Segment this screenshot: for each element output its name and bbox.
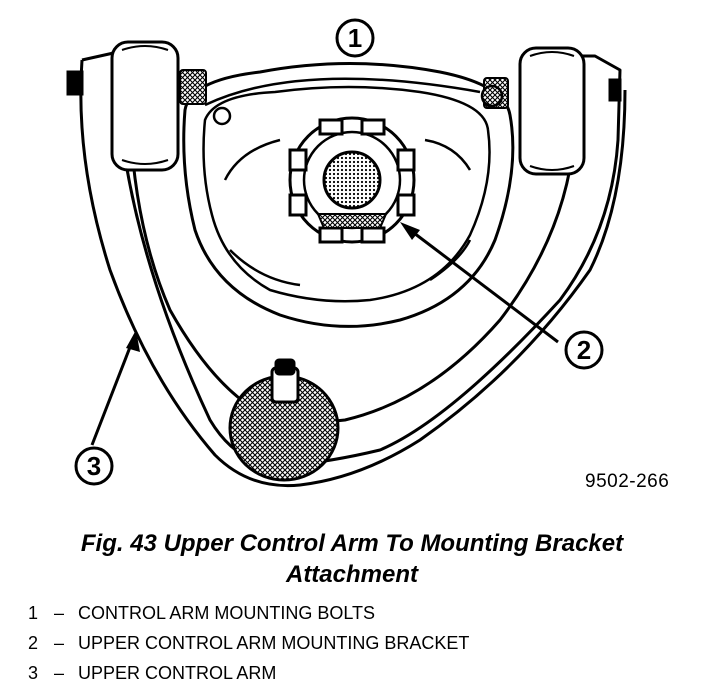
left-bushing [66, 40, 207, 172]
legend-item: 2–UPPER CONTROL ARM MOUNTING BRACKET [28, 628, 469, 658]
legend-text: UPPER CONTROL ARM [78, 663, 277, 683]
legend-item: 3–UPPER CONTROL ARM [28, 658, 469, 688]
legend-text: CONTROL ARM MOUNTING BOLTS [78, 603, 376, 623]
caption-line-2: Attachment [285, 561, 418, 588]
figure-id: 9502-266 [585, 471, 670, 492]
callout-2: 2 [400, 222, 604, 370]
legend-number: 2 [28, 633, 39, 653]
legend-number: 1 [28, 603, 39, 623]
legend-dash: – [54, 633, 65, 653]
legend: 1–CONTROL ARM MOUNTING BOLTS 2–UPPER CON… [28, 598, 469, 688]
figure-caption: Fig. 43 Upper Control Arm To Mounting Br… [0, 528, 704, 590]
legend-dash: – [54, 603, 65, 623]
svg-text:3: 3 [87, 451, 101, 481]
center-bushing [288, 116, 416, 244]
control-arm-mounting-bolts [204, 77, 504, 126]
legend-item: 1–CONTROL ARM MOUNTING BOLTS [28, 598, 469, 628]
ball-joint [228, 358, 340, 482]
legend-text: UPPER CONTROL ARM MOUNTING BRACKET [78, 633, 470, 653]
svg-text:2: 2 [577, 335, 591, 365]
legend-number: 3 [28, 663, 39, 683]
callout-1: 1 [335, 18, 375, 58]
svg-text:1: 1 [348, 23, 362, 53]
legend-dash: – [54, 663, 65, 683]
control-arm-illustration: 1 2 3 [66, 18, 627, 488]
callout-3: 3 [74, 330, 140, 486]
caption-line-1: Fig. 43 Upper Control Arm To Mounting Br… [80, 530, 624, 557]
